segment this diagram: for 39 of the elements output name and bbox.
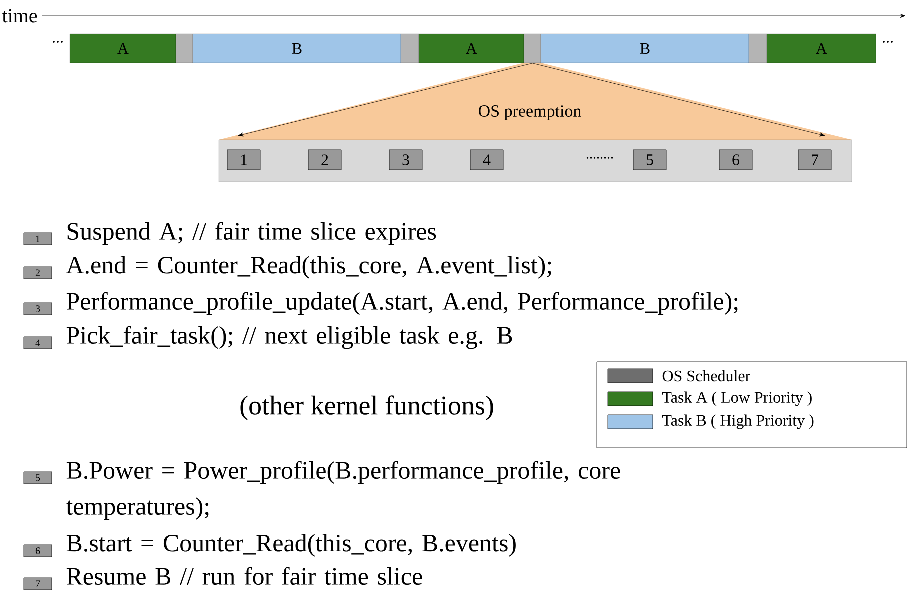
step-box: 1 bbox=[24, 232, 52, 246]
step-box: 4 bbox=[24, 336, 52, 350]
scheduler-segment bbox=[176, 34, 194, 64]
step-box: 6 bbox=[719, 150, 753, 170]
text-label: OS preemption bbox=[479, 106, 582, 120]
scheduler-segment bbox=[524, 34, 542, 64]
task-segment: A bbox=[767, 34, 876, 64]
step-box: 7 bbox=[798, 150, 832, 170]
legend-text: Task A ( Low Priority ) bbox=[662, 392, 812, 406]
code-line: Performance_profile_update(A.start, A.end, Performance_profile); bbox=[66, 292, 738, 316]
code-line: B.Power = Power_profile(B.performance_profile, core temperatures); bbox=[66, 461, 620, 520]
step-box: 4 bbox=[470, 150, 504, 170]
step-box: 3 bbox=[24, 302, 52, 316]
scheduler-segment bbox=[401, 34, 420, 64]
legend-text: OS Scheduler bbox=[662, 370, 750, 382]
arrow bbox=[532, 63, 826, 137]
step-box: 1 bbox=[227, 150, 261, 170]
step-box: 5 bbox=[633, 150, 667, 170]
step-box: 2 bbox=[308, 150, 342, 170]
scheduler-segment bbox=[749, 34, 768, 64]
ellipsis: ........ bbox=[586, 157, 614, 159]
step-box: 5 bbox=[24, 472, 52, 484]
task-segment: A bbox=[419, 34, 524, 64]
step-box: 2 bbox=[24, 266, 52, 280]
text-label: (other kernel functions) bbox=[240, 396, 494, 420]
code-line: A.end = Counter_Read(this_core, A.event_list); bbox=[66, 256, 552, 279]
code-line: Suspend A; // fair time slice expires bbox=[68, 222, 436, 246]
legend-text: Task B ( High Priority ) bbox=[662, 414, 814, 430]
step-box: 3 bbox=[389, 150, 423, 170]
code-line: B.start = Counter_Read(this_core, B.events) bbox=[66, 534, 516, 557]
step-box: 7 bbox=[24, 578, 52, 590]
task-segment: B bbox=[193, 34, 402, 64]
code-line: Resume B // run for fair time slice bbox=[66, 567, 422, 586]
step-box: 6 bbox=[24, 544, 52, 558]
text-label: time bbox=[2, 9, 38, 23]
task-segment: A bbox=[70, 34, 176, 64]
task-segment: B bbox=[541, 34, 750, 64]
arrow bbox=[238, 63, 533, 137]
code-line: Pick_fair_task(); // next eligible task e.g. B bbox=[66, 326, 512, 350]
